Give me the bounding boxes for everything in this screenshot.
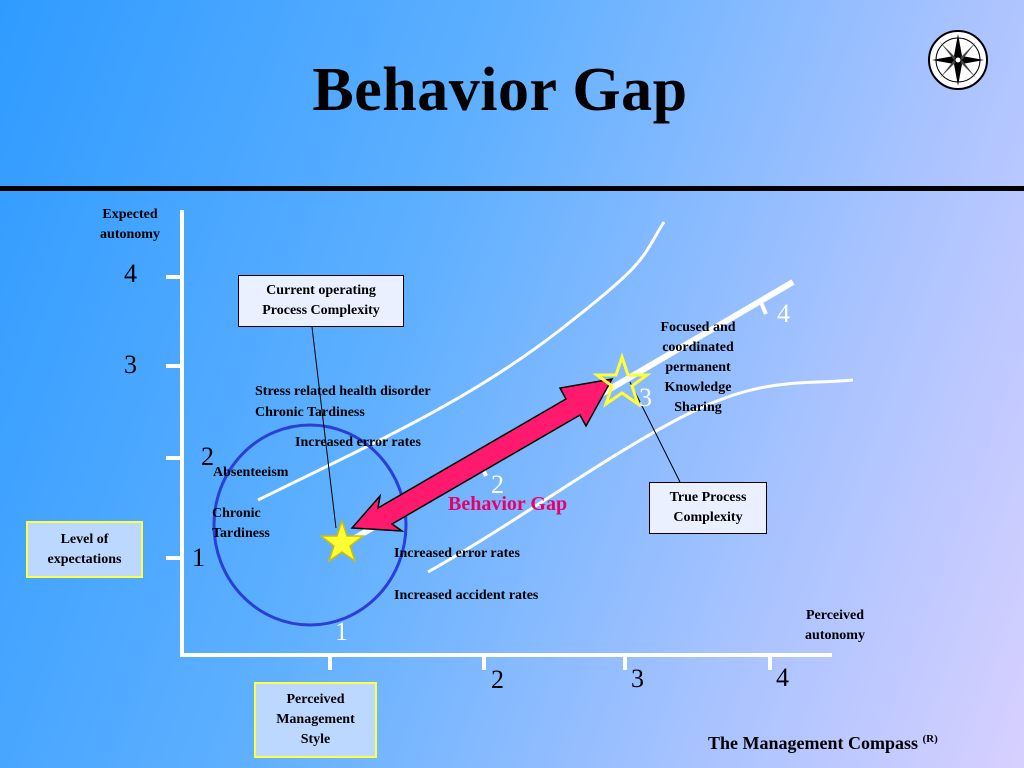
upper-bound-curve [257,221,666,502]
chronic-line1: Chronic [212,506,261,521]
page-title: Behavior Gap [312,56,688,124]
title-divider [0,186,1024,191]
focused-line3: permanent [665,360,731,375]
stress-label: Stress related health disorder [255,384,431,399]
focused-line2: coordinated [662,340,734,355]
current-process-line1: Current operating [266,283,376,298]
focused-line5: Sharing [674,400,722,415]
diagonal-tick-label: 2 [491,470,504,499]
current-process-line2: Process Complexity [262,303,380,318]
y-tick-label: 3 [124,350,137,379]
error-rates-upper-label: Increased error rates [295,435,421,450]
y-tick-label: 2 [201,442,214,471]
symptom-circle [212,423,408,627]
true-process-line2: Complexity [673,510,743,525]
absenteeism-label: Absenteeism [213,465,289,480]
current-process-box: Current operating Process Complexity [238,275,404,327]
style-line2: Management [276,712,355,727]
true-process-line1: True Process [669,490,747,505]
current-callout-line [311,326,337,529]
y-tick-label: 1 [192,543,205,572]
y-tick-label: 4 [124,259,137,288]
true-callout-line [629,381,681,483]
y-axis-label-line1: Expected [102,207,158,222]
x-tick-label: 3 [631,664,644,693]
chronic-tardiness-label: Chronic Tardiness [212,504,270,544]
compass-rose-icon [928,30,988,90]
perceived-management-style-box: Perceived Management Style [254,682,377,758]
chronic-line2: Tardiness [212,526,270,541]
focused-sharing-label: Focused and coordinated permanent Knowle… [642,318,754,418]
focused-line4: Knowledge [664,380,732,395]
level-line2: expectations [47,551,122,567]
true-star-icon [592,352,652,408]
style-line3: Style [300,732,331,747]
focused-line1: Focused and [660,320,736,335]
style-line1: Perceived [286,692,345,707]
footer-brand: The Management Compass (R) [708,733,938,754]
tardiness-label: Chronic Tardiness [255,405,365,420]
x-tick-label: 4 [776,663,789,692]
error-rates-lower-label: Increased error rates [394,546,520,561]
behavior-gap-arrow [350,377,614,532]
x-tick-label: 2 [491,665,504,694]
x-axis-label-line2: autonomy [805,628,865,643]
lower-bound-curve [427,378,854,574]
x-axis-label: Perceived autonomy [790,606,880,646]
y-axis-label-line2: autonomy [100,227,160,242]
diagonal-tick-4 [758,299,768,315]
behavior-gap-label: Behavior Gap [448,493,568,515]
diagonal-tick-label: 1 [335,617,348,646]
level-of-expectations-box: Level of expectations [26,521,143,578]
footer-text: The Management Compass [708,733,918,753]
diagonal-tick-label: 3 [639,383,652,412]
registered-mark: (R) [922,733,938,745]
current-star-icon [318,518,366,563]
diagonal-tick-label: 4 [777,299,790,328]
true-process-box: True Process Complexity [649,482,767,534]
x-axis-label-line1: Perceived [805,608,865,623]
accident-rates-label: Increased accident rates [394,588,539,603]
y-axis-label: Expected autonomy [88,205,172,245]
level-line1: Level of [60,531,109,547]
